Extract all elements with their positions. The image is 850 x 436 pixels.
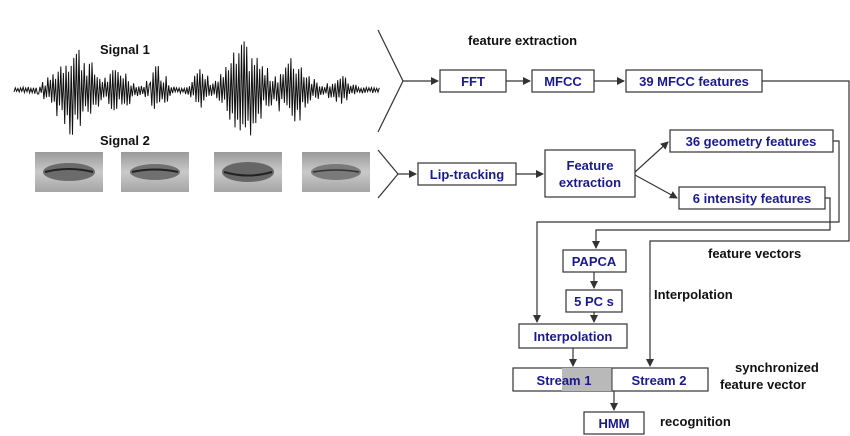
hmm-box — [583, 411, 645, 435]
lip-image-2 — [121, 152, 189, 192]
mfcc-features-label: 39 MFCC features — [639, 74, 749, 89]
interpolation-box — [518, 323, 628, 349]
feature-extraction-line2: extraction — [559, 175, 621, 190]
stream-box — [512, 367, 709, 392]
fft-label: FFT — [461, 74, 485, 89]
geometry-features-label: 36 geometry features — [686, 134, 817, 149]
lip-image-1 — [35, 152, 103, 192]
interpolation-label: Interpolation — [534, 329, 613, 344]
video-brace — [377, 149, 399, 199]
feature-extraction-label: feature extraction — [468, 33, 577, 48]
feature-extraction-line1: Feature — [567, 158, 614, 173]
synchronized-label-line1: synchronized — [735, 360, 819, 375]
intensity-features-label: 6 intensity features — [693, 191, 812, 206]
signal-1-label: Signal 1 — [100, 42, 150, 57]
pcs-label: 5 PC s — [574, 294, 614, 309]
papca-label: PAPCA — [572, 254, 617, 269]
mfcc-label: MFCC — [544, 74, 582, 89]
feature-vectors-label: feature vectors — [708, 246, 801, 261]
lip-tracking-label: Lip-tracking — [430, 167, 504, 182]
interpolation-side-label: Interpolation — [654, 287, 733, 302]
stream-2-label: Stream 2 — [632, 373, 687, 388]
lip-image-3 — [214, 152, 282, 192]
lip-image-4 — [302, 152, 370, 192]
feature-extraction-box — [544, 149, 636, 198]
signal-2-label: Signal 2 — [100, 133, 150, 148]
audio-brace — [377, 29, 404, 133]
recognition-label: recognition — [660, 414, 731, 429]
stream-1-label: Stream 1 — [537, 373, 592, 388]
synchronized-label-line2: feature vector — [720, 377, 806, 392]
audio-waveform — [13, 41, 380, 136]
hmm-label: HMM — [598, 416, 629, 431]
